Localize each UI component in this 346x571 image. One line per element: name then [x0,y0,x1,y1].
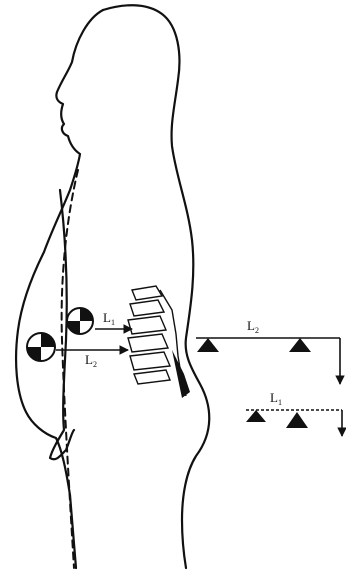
beam-l2-fulcrum-right [289,338,311,352]
beam-model-l1: L1 [246,390,342,436]
vertebra-2 [130,300,164,316]
vertebra-5 [130,352,170,370]
vertebra-1 [132,286,162,300]
beam-l2-label: L2 [247,318,259,335]
beam-l1-fulcrum-left [246,410,266,422]
lever-arm-l2-label: L2 [85,352,97,369]
vertebra-6 [134,370,170,384]
beam-l1-label: L1 [270,390,282,407]
lumbar-spine [128,286,190,398]
body-outline [16,10,103,568]
beam-model-l2: L2 [196,318,340,384]
beam-l2-fulcrum-left [197,338,219,352]
vertebra-4 [128,334,168,352]
vertebra-3 [128,316,166,334]
center-of-mass-lower-symbol [27,333,55,361]
body-silhouette [16,5,209,568]
lever-arm-l1-label: L1 [103,310,115,327]
beam-l1-fulcrum-right [286,412,308,428]
center-of-mass-upper-symbol [67,308,93,334]
